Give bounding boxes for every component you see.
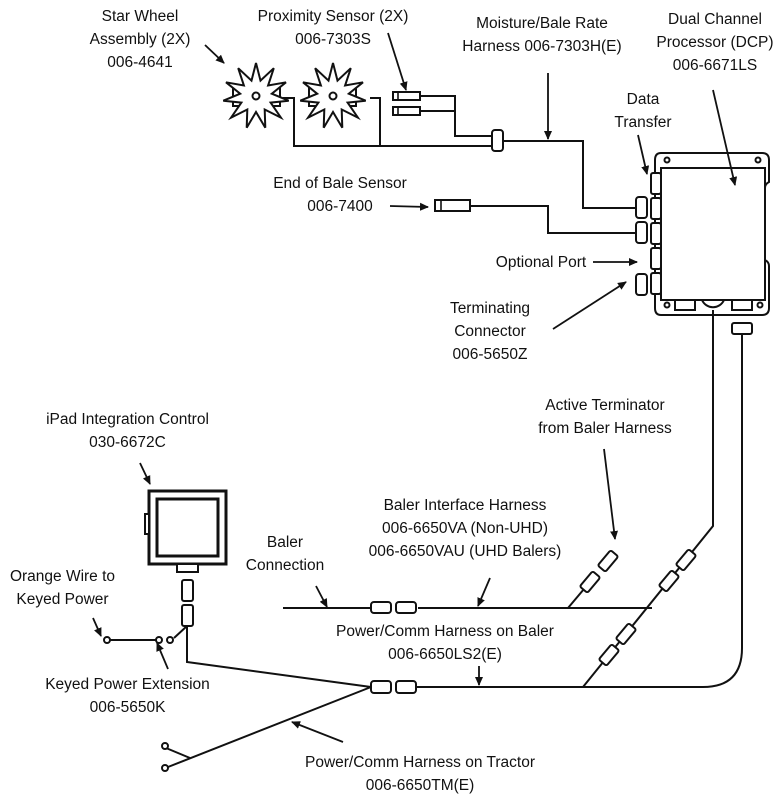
baler-connection-label: Baler Connection <box>230 531 340 577</box>
terminating-connector-label: Terminating Connector 006-5650Z <box>425 297 555 366</box>
dcp-port-5 <box>650 272 662 295</box>
dcp-power-cable <box>395 334 743 688</box>
proximity-wire <box>420 95 492 137</box>
data-transfer-label: Data Transfer <box>603 88 683 134</box>
end-of-bale-sensor <box>434 199 471 212</box>
baler-connection-line1: Baler <box>266 534 304 551</box>
keyed-ext-terminal-1 <box>155 636 163 644</box>
keyed-power-ext-title: Keyed Power Extension <box>45 676 210 693</box>
proximity-sensor-1 <box>392 91 421 101</box>
orange-wire-line1: Orange Wire to <box>9 568 116 585</box>
orange-wire-terminal <box>103 636 111 644</box>
power-comm-tractor-wire <box>165 686 372 768</box>
optional-port-title: Optional Port <box>495 254 587 271</box>
moisture-harness-title: Moisture/Bale Rate <box>476 15 608 32</box>
active-terminator-wire <box>567 588 585 609</box>
power-comm-plug-2 <box>395 680 417 694</box>
active-terminator-label: Active Terminator from Baler Harness <box>525 394 685 440</box>
dcp-port-2 <box>650 197 662 220</box>
power-comm-baler-label: Power/Comm Harness on Baler 006-6650LS2(… <box>325 620 565 666</box>
orange-wire-line2: Keyed Power <box>16 591 109 608</box>
active-terminator-plug-2 <box>597 549 619 573</box>
harness-plug-1 <box>635 196 648 219</box>
baler-interface-title: Baler Interface Harness <box>383 497 547 514</box>
dcp-port-optional <box>650 247 662 270</box>
keyed-power-wire <box>107 625 188 641</box>
data-transfer-line1: Data <box>626 91 660 108</box>
power-comm-tractor-part: 006-6650TM(E) <box>365 777 475 794</box>
optional-port-label: Optional Port <box>485 251 597 274</box>
ipad-cable <box>186 626 372 688</box>
dcp-port-data-transfer <box>650 172 662 195</box>
dcp-port-3 <box>650 222 662 245</box>
ipad-control-title: iPad Integration Control <box>46 411 209 428</box>
end-of-bale-label: End of Bale Sensor 006-7400 <box>260 172 420 218</box>
star-wheel-part: 006-4641 <box>107 54 173 71</box>
star-wheel-label: Star Wheel Assembly (2X) 006-4641 <box>80 5 200 74</box>
active-terminator-line1: Active Terminator <box>545 397 665 414</box>
power-comm-tractor-label: Power/Comm Harness on Tractor 006-6650TM… <box>295 751 545 797</box>
baler-interface-part-non-uhd: 006-6650VA (Non-UHD) <box>382 520 548 537</box>
harness-connector <box>491 129 504 152</box>
power-comm-baler-title: Power/Comm Harness on Baler <box>336 623 554 640</box>
ipad-integration-control <box>144 489 228 573</box>
proximity-sensor-label: Proximity Sensor (2X) 006-7303S <box>243 5 423 51</box>
terminating-connector-part: 006-5650Z <box>452 346 528 363</box>
terminating-connector <box>635 273 648 296</box>
data-transfer-line2: Transfer <box>614 114 672 131</box>
power-comm-plug-1 <box>370 680 392 694</box>
orange-wire-label: Orange Wire to Keyed Power <box>0 565 125 611</box>
star-wheel-title: Star Wheel <box>101 8 179 25</box>
leader-arrows <box>92 32 738 743</box>
tractor-terminal-1 <box>161 742 169 750</box>
ipad-plug-1 <box>181 579 194 602</box>
terminating-connector-line1: Terminating <box>449 300 531 317</box>
ipad-control-label: iPad Integration Control 030-6672C <box>25 408 230 454</box>
active-terminator-line2: from Baler Harness <box>538 420 672 437</box>
dcp-processor <box>650 152 770 316</box>
baler-cable-plug-2 <box>615 622 637 646</box>
power-comm-baler-part: 006-6650LS2(E) <box>388 646 502 663</box>
tractor-terminal-2 <box>161 764 169 772</box>
dcp-bottom-plug <box>731 322 753 335</box>
power-comm-tractor-title: Power/Comm Harness on Tractor <box>305 754 535 771</box>
end-of-bale-part: 006-7400 <box>307 198 373 215</box>
moisture-harness-part: Harness 006-7303H(E) <box>462 38 622 55</box>
keyed-power-ext-label: Keyed Power Extension 006-5650K <box>30 673 225 719</box>
keyed-ext-terminal-2 <box>166 636 174 644</box>
proximity-sensor-part: 006-7303S <box>295 31 371 48</box>
star-wheel-2 <box>299 62 367 129</box>
star-wheel-qty: Assembly (2X) <box>89 31 191 48</box>
star-wheel-wire <box>283 97 492 147</box>
dcp-main-cable <box>582 310 714 688</box>
dcp-part: 006-6671LS <box>672 57 758 74</box>
end-of-bale-wire <box>470 205 636 234</box>
star-wheel-1 <box>222 62 290 129</box>
baler-plug-1 <box>370 601 392 614</box>
dcp-cable-plug-2 <box>675 548 697 572</box>
baler-interface-part-uhd: 006-6650VAU (UHD Balers) <box>368 543 562 560</box>
dcp-label: Dual Channel Processor (DCP) 006-6671LS <box>650 8 780 77</box>
active-terminator-plug-1 <box>579 570 601 594</box>
dcp-title: Dual Channel <box>668 11 762 28</box>
dcp-cable-plug-1 <box>658 569 680 593</box>
terminating-connector-line2: Connector <box>454 323 526 340</box>
baler-cable-plug-1 <box>598 643 620 667</box>
ipad-control-part: 030-6672C <box>89 434 166 451</box>
end-of-bale-title: End of Bale Sensor <box>273 175 407 192</box>
harness-plug-2 <box>635 221 648 244</box>
baler-interface-label: Baler Interface Harness 006-6650VA (Non-… <box>350 494 580 563</box>
ipad-plug-2 <box>181 604 194 627</box>
moisture-harness-wire <box>503 140 636 209</box>
baler-plug-2 <box>395 601 417 614</box>
dcp-subtitle: Processor (DCP) <box>656 34 774 51</box>
proximity-sensor-2 <box>392 106 421 116</box>
proximity-sensor-title: Proximity Sensor (2X) <box>257 8 409 25</box>
keyed-power-ext-part: 006-5650K <box>89 699 166 716</box>
baler-connection-line2: Connection <box>245 557 325 574</box>
moisture-harness-label: Moisture/Bale Rate Harness 006-7303H(E) <box>442 12 642 58</box>
